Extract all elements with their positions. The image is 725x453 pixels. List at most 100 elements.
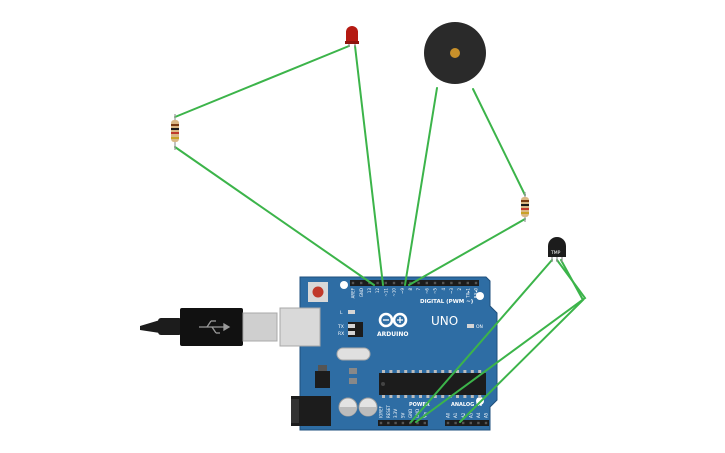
sensor-body xyxy=(548,237,566,257)
capacitor xyxy=(358,397,378,417)
red-led[interactable] xyxy=(345,26,359,47)
chip-pin xyxy=(426,395,430,398)
chip-pin xyxy=(448,370,452,373)
temperature-sensor[interactable]: TMP xyxy=(548,237,566,262)
digital-pin-socket[interactable] xyxy=(360,281,363,285)
chip-pin xyxy=(382,370,385,373)
led-rx-indicator xyxy=(348,331,355,335)
digital-pin-label: 13 xyxy=(367,288,372,294)
digital-pin-label: AREF xyxy=(351,287,356,298)
digital-pin-socket[interactable] xyxy=(351,281,355,285)
analog-pin-socket[interactable] xyxy=(477,421,480,425)
digital-pin-socket[interactable] xyxy=(409,281,412,285)
on-led-label: ON xyxy=(476,324,483,330)
digital-pin-label: 2 xyxy=(457,288,462,291)
power-pin-socket[interactable] xyxy=(423,421,426,425)
power-pin-label: IOREF xyxy=(379,405,384,418)
power-pin-socket[interactable] xyxy=(401,421,405,425)
digital-pin-socket[interactable] xyxy=(425,281,428,285)
digital-pin-socket[interactable] xyxy=(384,281,387,285)
analog-pin-label: A0 xyxy=(446,412,451,418)
digital-pin-label: 12 xyxy=(375,288,380,294)
regulator-tab xyxy=(318,365,327,371)
arduino-uno-board[interactable]: ON L TX RX ARDUINO UNO DIGITAL (PWM ~) P… xyxy=(279,276,498,431)
digital-header-label: DIGITAL (PWM ~) xyxy=(420,299,474,305)
analog-pin-label: A1 xyxy=(453,412,458,418)
digital-pin-label: ~10 xyxy=(392,288,397,297)
board-model-label: UNO xyxy=(431,314,458,328)
analog-header-label: ANALOG IN xyxy=(451,402,482,408)
usb-b-port xyxy=(279,307,321,347)
chip-pin xyxy=(389,395,393,398)
digital-pin-label: TX▸1 xyxy=(465,288,470,299)
analog-pin-label: A4 xyxy=(476,412,481,418)
led-rim xyxy=(345,41,359,44)
piezo-buzzer[interactable] xyxy=(424,22,486,84)
power-header-label: POWER xyxy=(409,402,430,408)
usb-cable[interactable] xyxy=(140,308,278,346)
digital-pin-socket[interactable] xyxy=(433,281,437,285)
capacitor xyxy=(338,397,358,417)
resistor-band xyxy=(521,208,529,210)
digital-pin-label: GND xyxy=(359,288,364,297)
led-tx-indicator xyxy=(348,324,355,328)
analog-pin-socket[interactable] xyxy=(454,421,457,425)
wire-resistor-to-pin8[interactable] xyxy=(408,218,526,286)
usb-cable-tail xyxy=(140,320,160,333)
smd-component xyxy=(349,368,357,374)
chip-pin xyxy=(419,395,422,398)
wire-led-to-resistor[interactable] xyxy=(174,45,350,118)
digital-pin-socket[interactable] xyxy=(466,281,469,285)
resistor-band xyxy=(171,124,179,126)
digital-pin-socket[interactable] xyxy=(458,281,461,285)
crystal-oscillator xyxy=(336,347,371,361)
arduino-logo-icon xyxy=(378,312,408,328)
dc-power-jack-face xyxy=(291,399,299,423)
reset-button[interactable] xyxy=(312,286,324,298)
chip-pin xyxy=(426,370,430,373)
chip-pin xyxy=(433,370,437,373)
analog-pin-socket[interactable] xyxy=(462,421,465,425)
analog-pin-label: A3 xyxy=(468,412,473,418)
analog-pin-socket[interactable] xyxy=(446,421,450,425)
digital-pin-socket[interactable] xyxy=(450,281,453,285)
digital-pin-label: ~6 xyxy=(424,288,429,294)
led-bulb xyxy=(346,26,358,44)
atmega-chip xyxy=(379,373,486,395)
buzzer-center xyxy=(450,48,460,58)
analog-pin-strip xyxy=(445,420,489,426)
analog-pin-label: A2 xyxy=(461,412,466,418)
analog-pin-socket[interactable] xyxy=(469,421,472,425)
digital-pin-socket[interactable] xyxy=(392,281,396,285)
wire-resistor-to-gnd[interactable] xyxy=(174,146,375,286)
wire-sensor-to-analog[interactable] xyxy=(459,259,585,423)
digital-pin-socket[interactable] xyxy=(442,281,445,285)
digital-pin-socket[interactable] xyxy=(401,281,404,285)
chip-pin xyxy=(470,395,474,398)
sensor-label: TMP xyxy=(550,250,561,256)
chip-pin xyxy=(396,370,400,373)
digital-pin-socket[interactable] xyxy=(474,281,478,285)
digital-pin-label: ~11 xyxy=(383,288,388,297)
wire-buzzer-to-resistor[interactable] xyxy=(472,88,526,196)
digital-pin-label: ~3 xyxy=(449,288,454,294)
wire-sensor-to-power-a[interactable] xyxy=(410,259,553,423)
power-pin-socket[interactable] xyxy=(379,421,383,425)
resistor-buzzer[interactable] xyxy=(521,192,529,222)
digital-pin-label: RX◂0 xyxy=(474,288,479,299)
analog-pin-socket[interactable] xyxy=(484,421,488,425)
power-pin-socket[interactable] xyxy=(416,421,419,425)
power-pin-label: 5V xyxy=(401,412,406,418)
wire-led-to-pin13[interactable] xyxy=(354,45,384,286)
resistor-led[interactable] xyxy=(171,114,179,150)
power-pin-label: 3.3V xyxy=(393,409,398,418)
power-pin-socket[interactable] xyxy=(387,421,390,425)
digital-pin-socket[interactable] xyxy=(376,281,379,285)
power-pin-socket[interactable] xyxy=(394,421,397,425)
wire-buzzer-to-pin9[interactable] xyxy=(404,87,438,286)
resistor-band xyxy=(521,200,529,202)
digital-pin-socket[interactable] xyxy=(417,281,420,285)
power-pin-socket[interactable] xyxy=(409,421,412,425)
wire-sensor-to-power-b[interactable] xyxy=(415,259,587,423)
